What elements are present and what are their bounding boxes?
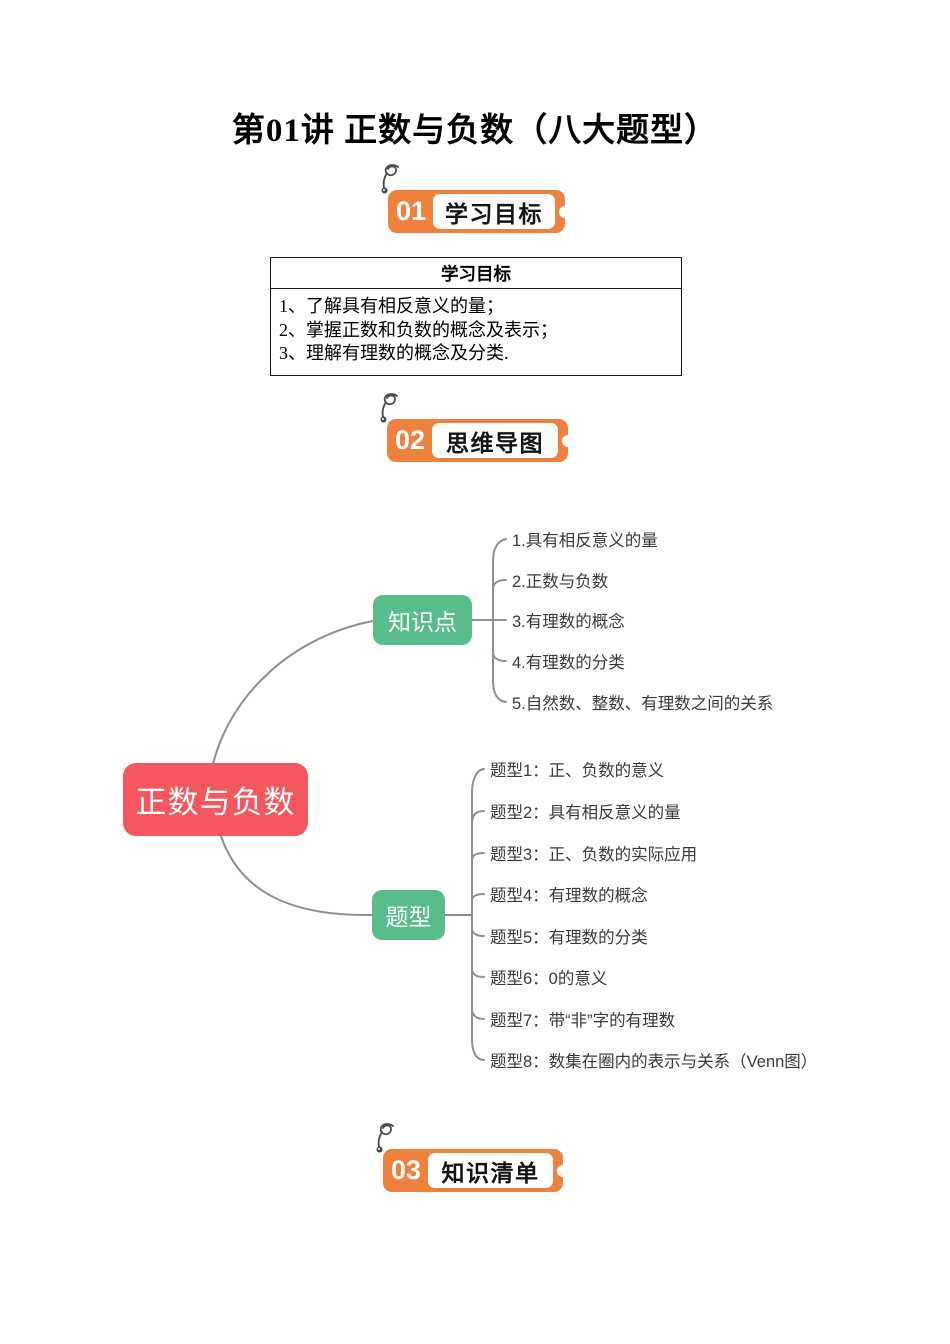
mindmap-branch-topics: 题型 [372, 890, 445, 940]
section-badge-knowledge-list: 03 知识清单 [376, 1123, 569, 1192]
badge-label: 学习目标 [433, 194, 555, 229]
objective-item: 1、了解具有相反意义的量； [279, 296, 504, 316]
pin-doodle-icon [381, 164, 399, 194]
topic-item: 题型5：有理数的分类 [490, 929, 648, 947]
pin-doodle-icon [380, 393, 398, 423]
mindmap-branch-knowledge: 知识点 [373, 595, 472, 645]
pin-doodle-icon [376, 1123, 394, 1153]
knowledge-item: 5.自然数、整数、有理数之间的关系 [512, 695, 774, 713]
knowledge-item: 2.正数与负数 [512, 573, 609, 591]
topic-item: 题型7：带“非”字的有理数 [490, 1012, 676, 1030]
badge-notch [559, 205, 571, 218]
knowledge-item: 1.具有相反意义的量 [512, 532, 658, 550]
topic-item: 题型6：0的意义 [490, 970, 608, 988]
topic-item: 题型4：有理数的概念 [490, 887, 648, 905]
page-title: 第01讲 正数与负数（八大题型） [231, 113, 719, 149]
topic-item: 题型2：具有相反意义的量 [490, 804, 681, 822]
topic-item: 题型8：数集在圈内的表示与关系（Venn图） [490, 1053, 818, 1071]
objectives-table-body: 1、了解具有相反意义的量； 2、掌握正数和负数的概念及表示； 3、理解有理数的概… [271, 289, 681, 375]
knowledge-item: 4.有理数的分类 [512, 654, 625, 672]
section-badge-objectives: 01 学习目标 [381, 164, 571, 233]
objectives-table-header: 学习目标 [271, 258, 681, 289]
objective-item: 3、理解有理数的概念及分类. [279, 343, 509, 363]
objective-item: 2、掌握正数和负数的概念及表示； [279, 319, 558, 340]
topic-item: 题型1：正、负数的意义 [490, 762, 665, 780]
knowledge-item: 3.有理数的概念 [512, 613, 625, 631]
objectives-table: 学习目标 1、了解具有相反意义的量； 2、掌握正数和负数的概念及表示； 3、理解… [270, 257, 682, 376]
badge-label: 思维导图 [432, 423, 558, 458]
badge-notch [557, 1164, 569, 1177]
badge-notch [562, 434, 574, 447]
mindmap-root-node: 正数与负数 [123, 763, 308, 836]
badge-label: 知识清单 [428, 1153, 553, 1188]
badge-number: 03 [390, 1155, 422, 1185]
topic-item: 题型3：正、负数的实际应用 [490, 846, 698, 864]
badge-number: 01 [395, 196, 427, 226]
badge-number: 02 [394, 425, 426, 455]
section-badge-mindmap: 02 思维导图 [380, 393, 574, 462]
